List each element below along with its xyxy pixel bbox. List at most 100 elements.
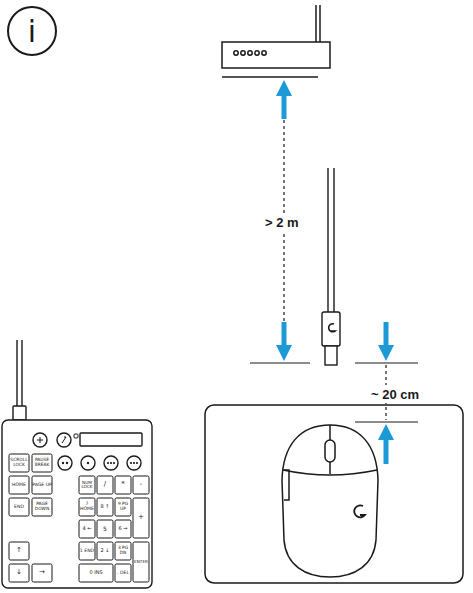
router-part bbox=[248, 51, 252, 55]
keycap bbox=[79, 520, 95, 538]
keyboard-part bbox=[104, 456, 118, 470]
router-part bbox=[234, 51, 238, 55]
mouse-part bbox=[283, 470, 377, 475]
keycap bbox=[115, 476, 131, 494]
keycap bbox=[133, 542, 149, 582]
router-part bbox=[315, 5, 317, 42]
key-label: PAUSE BREAK bbox=[32, 454, 52, 472]
usb-receiver-part bbox=[322, 312, 340, 346]
router-part bbox=[262, 51, 266, 55]
key-label: 9 PG UP bbox=[115, 498, 131, 516]
keyboard-part bbox=[57, 433, 71, 447]
keycap bbox=[79, 498, 95, 516]
blue-arrows-part bbox=[384, 322, 389, 346]
keycap bbox=[9, 476, 29, 494]
keycap bbox=[133, 476, 149, 494]
keycap bbox=[32, 498, 52, 516]
mouse-part bbox=[282, 425, 378, 577]
key-label: 5 bbox=[97, 520, 113, 538]
keyboard-part-part bbox=[130, 462, 132, 464]
key-label: NUM LOCK bbox=[79, 476, 95, 494]
distance-label: ~ 20 cm bbox=[368, 385, 422, 403]
keycap bbox=[115, 520, 131, 538]
mouse-pad bbox=[205, 405, 463, 583]
keycap bbox=[79, 542, 95, 560]
keyboard-part bbox=[74, 434, 78, 438]
router-part bbox=[319, 5, 321, 42]
usb-receiver bbox=[322, 168, 340, 365]
key-label: 1 END bbox=[79, 542, 95, 560]
keyboard-part bbox=[33, 433, 47, 447]
usb-receiver-part bbox=[327, 168, 328, 312]
measure-lines-part bbox=[355, 421, 418, 422]
keycaps bbox=[9, 454, 149, 582]
keycap bbox=[97, 542, 113, 560]
keycap bbox=[9, 498, 29, 516]
blue-arrows-part bbox=[282, 95, 287, 119]
key-label: 6 → bbox=[115, 520, 131, 538]
keycap bbox=[97, 476, 113, 494]
key-label: 7 HOME bbox=[79, 498, 95, 516]
keycap bbox=[97, 498, 113, 516]
mouse-part bbox=[329, 425, 331, 440]
keycap bbox=[115, 542, 131, 560]
key-label: 8 ↑ bbox=[97, 498, 113, 516]
measure-lines bbox=[250, 120, 418, 422]
keycap bbox=[79, 476, 95, 494]
keycap bbox=[9, 564, 29, 582]
info-icon-part bbox=[8, 7, 56, 55]
keyboard-part bbox=[2, 420, 152, 588]
keycap bbox=[115, 564, 131, 582]
keyboard-part-part bbox=[87, 462, 89, 464]
mouse-part bbox=[284, 470, 289, 500]
keycap bbox=[97, 520, 113, 538]
mouse-part bbox=[325, 440, 335, 462]
router-part bbox=[255, 51, 259, 55]
mouse bbox=[282, 425, 378, 577]
key-label: * bbox=[115, 476, 131, 494]
usb-receiver-part bbox=[325, 346, 337, 365]
keycap bbox=[115, 498, 131, 516]
mouse-pad-part bbox=[205, 405, 463, 583]
router-part bbox=[222, 76, 318, 78]
keycap bbox=[9, 542, 29, 560]
router-part bbox=[241, 51, 245, 55]
keyboard-part bbox=[13, 406, 26, 420]
keyboard-part bbox=[37, 437, 43, 443]
blue-arrows-part bbox=[378, 424, 394, 440]
blue-arrows-part bbox=[384, 438, 389, 464]
distance-label: > 2 m bbox=[262, 213, 302, 231]
keyboard-part-part bbox=[136, 462, 138, 464]
key-label: 3 PG DN bbox=[115, 542, 131, 560]
keycap bbox=[32, 564, 52, 582]
key-label: . DEL bbox=[115, 564, 131, 582]
blue-arrows bbox=[276, 80, 394, 464]
blue-arrows-part bbox=[276, 345, 292, 361]
usb-receiver-part bbox=[333, 168, 334, 312]
keycap bbox=[32, 454, 52, 472]
key-label: → bbox=[32, 564, 52, 582]
keyboard-part bbox=[127, 456, 141, 470]
keyboard-part-part bbox=[113, 462, 115, 464]
key-label: + bbox=[133, 498, 149, 538]
key-label: 2 ↓ bbox=[97, 542, 113, 560]
key-label: ENTER bbox=[133, 542, 149, 582]
keyboard-part bbox=[21, 340, 22, 406]
keyboard-part bbox=[62, 462, 138, 464]
info-icon bbox=[8, 7, 56, 55]
keyboard bbox=[2, 340, 152, 588]
key-label: - bbox=[133, 476, 149, 494]
key-label: 4 ← bbox=[79, 520, 95, 538]
blue-arrows-part bbox=[378, 345, 394, 361]
keyboard-part bbox=[58, 456, 72, 470]
keycap bbox=[79, 564, 113, 582]
key-label: HOME bbox=[9, 476, 29, 494]
key-label: END bbox=[9, 498, 29, 516]
keyboard-part bbox=[16, 340, 17, 406]
key-label: SCROLL LOCK bbox=[9, 454, 29, 472]
keyboard-part bbox=[62, 437, 66, 443]
key-label: PAGE DOWN bbox=[32, 498, 52, 516]
keyboard-part bbox=[80, 433, 142, 446]
